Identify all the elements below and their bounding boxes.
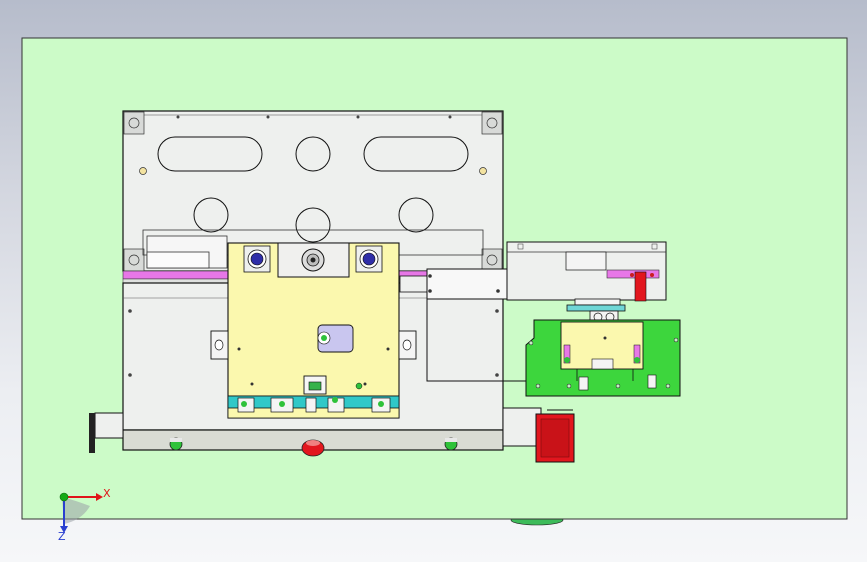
y-axis-dot — [59, 492, 69, 502]
slot-left — [157, 136, 263, 172]
carriage-tab-right — [398, 330, 417, 360]
axis-triad — [59, 492, 103, 533]
spindle-gear-icon — [301, 248, 325, 272]
red-actuator — [634, 271, 647, 302]
corner-block-tl — [123, 111, 145, 135]
bearing-knob-left — [243, 245, 271, 273]
indicator-green-left — [169, 437, 183, 451]
carriage-tab-left — [210, 330, 229, 360]
slot-right — [363, 136, 469, 172]
corner-block-tr — [481, 111, 503, 135]
bearing-knob-right — [355, 245, 383, 273]
hole-lower-left — [193, 197, 229, 233]
hole-lower-mid — [295, 207, 331, 243]
left-handle — [89, 412, 124, 453]
right-bracket-module — [506, 241, 667, 324]
corner-block-bl — [123, 248, 145, 272]
emergency-stop-button — [301, 439, 325, 457]
right-side-block — [502, 407, 542, 447]
yellow-carriage — [210, 242, 417, 419]
green-board-module — [525, 319, 681, 397]
x-axis-label: X — [103, 487, 111, 500]
hole-lower-right — [398, 197, 434, 233]
hole-center-top — [295, 136, 331, 172]
z-axis-label: Z — [58, 530, 66, 543]
red-control-box — [535, 409, 575, 463]
indicator-green-right — [444, 437, 458, 451]
corner-block-br — [481, 248, 503, 272]
